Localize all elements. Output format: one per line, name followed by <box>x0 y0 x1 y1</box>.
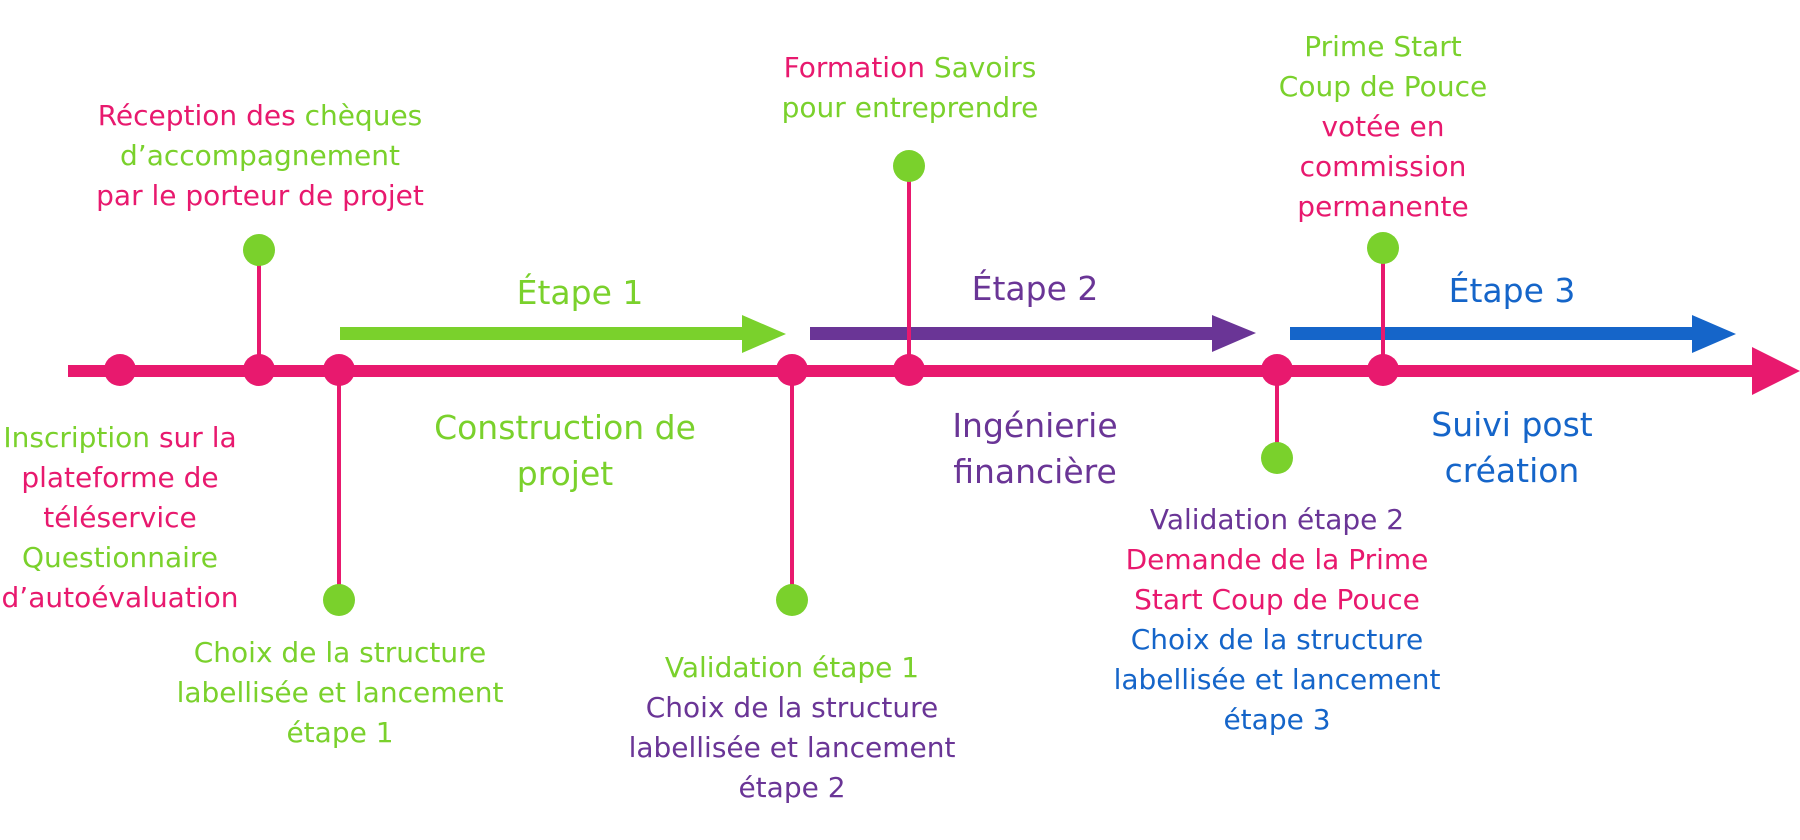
milestone-reception-label: Réception des chèques d’accompagnement p… <box>70 96 450 216</box>
etape1-name-line2: projet <box>516 454 614 493</box>
inscription-line2: plateforme de <box>21 461 219 494</box>
etape3-name-line2: création <box>1444 451 1580 490</box>
etape2-arrow-shaft <box>810 327 1215 340</box>
prime-line3: votée en <box>1321 110 1445 143</box>
end-dot-validation1 <box>776 584 808 616</box>
reception-line2: d’accompagnement <box>120 139 400 172</box>
inscription-line3: téléservice <box>43 501 197 534</box>
formation-word: Formation <box>783 51 934 84</box>
timeline-dot-reception <box>243 354 275 386</box>
stem-formation <box>907 166 911 371</box>
etape2-name: Ingénierie financière <box>860 403 1210 495</box>
timeline-dot-choix1 <box>323 354 355 386</box>
milestone-validation1-label: Validation étape 1 Choix de la structure… <box>612 648 972 808</box>
prime-line2: Coup de Pouce <box>1278 70 1488 103</box>
milestone-inscription-label: Inscription sur la plateforme de téléser… <box>0 418 240 618</box>
reception-word: Réception des <box>97 99 305 132</box>
reception-line3: par le porteur de projet <box>96 179 424 212</box>
etape2-title: Étape 2 <box>971 269 1099 308</box>
formation-savoirs: Savoirs <box>933 51 1037 84</box>
timeline-dot-formation <box>893 354 925 386</box>
etape3-arrowhead <box>1692 315 1736 353</box>
end-dot-choix1 <box>323 584 355 616</box>
end-dot-formation <box>893 150 925 182</box>
etape1-title: Étape 1 <box>516 273 644 312</box>
inscription-line4: Questionnaire <box>21 541 219 574</box>
validation2-line4: Choix de la structure <box>1130 623 1424 656</box>
formation-line2: pour entreprendre <box>781 91 1039 124</box>
reception-cheques: chèques <box>304 99 423 132</box>
milestone-validation2-label: Validation étape 2 Demande de la Prime S… <box>1097 500 1457 740</box>
validation2-line2: Demande de la Prime <box>1125 543 1429 576</box>
validation2-line5: labellisée et lancement <box>1113 663 1441 696</box>
stem-prime <box>1381 250 1385 370</box>
validation2-line6: étape 3 <box>1223 703 1331 736</box>
timeline-dot-validation1 <box>776 354 808 386</box>
etape1-name: Construction de projet <box>390 405 740 497</box>
etape3-title: Étape 3 <box>1448 271 1576 310</box>
inscription-word: Inscription <box>3 421 151 454</box>
end-dot-reception <box>243 234 275 266</box>
end-dot-validation2 <box>1261 442 1293 474</box>
prime-line5: permanente <box>1297 190 1469 223</box>
stem-reception <box>257 250 261 370</box>
validation1-line4: étape 2 <box>738 771 846 804</box>
choix1-line2: labellisée et lancement <box>176 676 504 709</box>
etape2-name-line1: Ingénierie <box>952 406 1118 445</box>
etape1-arrowhead <box>742 315 786 353</box>
prime-line1: Prime Start <box>1304 30 1462 63</box>
validation2-line1: Validation étape 2 <box>1149 503 1405 536</box>
validation2-line3: Start Coup de Pouce <box>1134 583 1420 616</box>
timeline-dot-prime <box>1367 354 1399 386</box>
etape3-name-line1: Suivi post <box>1431 405 1593 444</box>
stem-validation1 <box>790 370 794 600</box>
end-dot-prime <box>1367 232 1399 264</box>
choix1-line3: étape 1 <box>286 716 394 749</box>
etape2-name-line2: financière <box>953 452 1117 491</box>
etape1-arrow-shaft <box>340 327 745 340</box>
validation1-line3: labellisée et lancement <box>628 731 956 764</box>
validation1-line2: Choix de la structure <box>645 691 939 724</box>
milestone-formation-label: Formation Savoirs pour entreprendre <box>760 48 1060 128</box>
etape2-arrowhead <box>1212 315 1256 352</box>
validation1-line1: Validation étape 1 <box>664 651 920 684</box>
main-timeline-arrowhead <box>1752 347 1800 395</box>
stem-choix1 <box>337 370 341 600</box>
milestone-prime-label: Prime Start Coup de Pouce votée en commi… <box>1233 27 1533 227</box>
inscription-sur-la: sur la <box>150 421 237 454</box>
etape3-name: Suivi post création <box>1337 402 1687 494</box>
timeline-dot-validation2 <box>1261 354 1293 386</box>
stem-validation2 <box>1275 370 1279 458</box>
milestone-choix1-label: Choix de la structure labellisée et lanc… <box>160 633 520 753</box>
timeline-dot-inscription <box>104 354 136 386</box>
choix1-line1: Choix de la structure <box>193 636 487 669</box>
prime-line4: commission <box>1299 150 1467 183</box>
etape1-name-line1: Construction de <box>434 408 696 447</box>
etape3-arrow-shaft <box>1290 327 1695 340</box>
inscription-line5: d’autoévaluation <box>1 581 239 614</box>
